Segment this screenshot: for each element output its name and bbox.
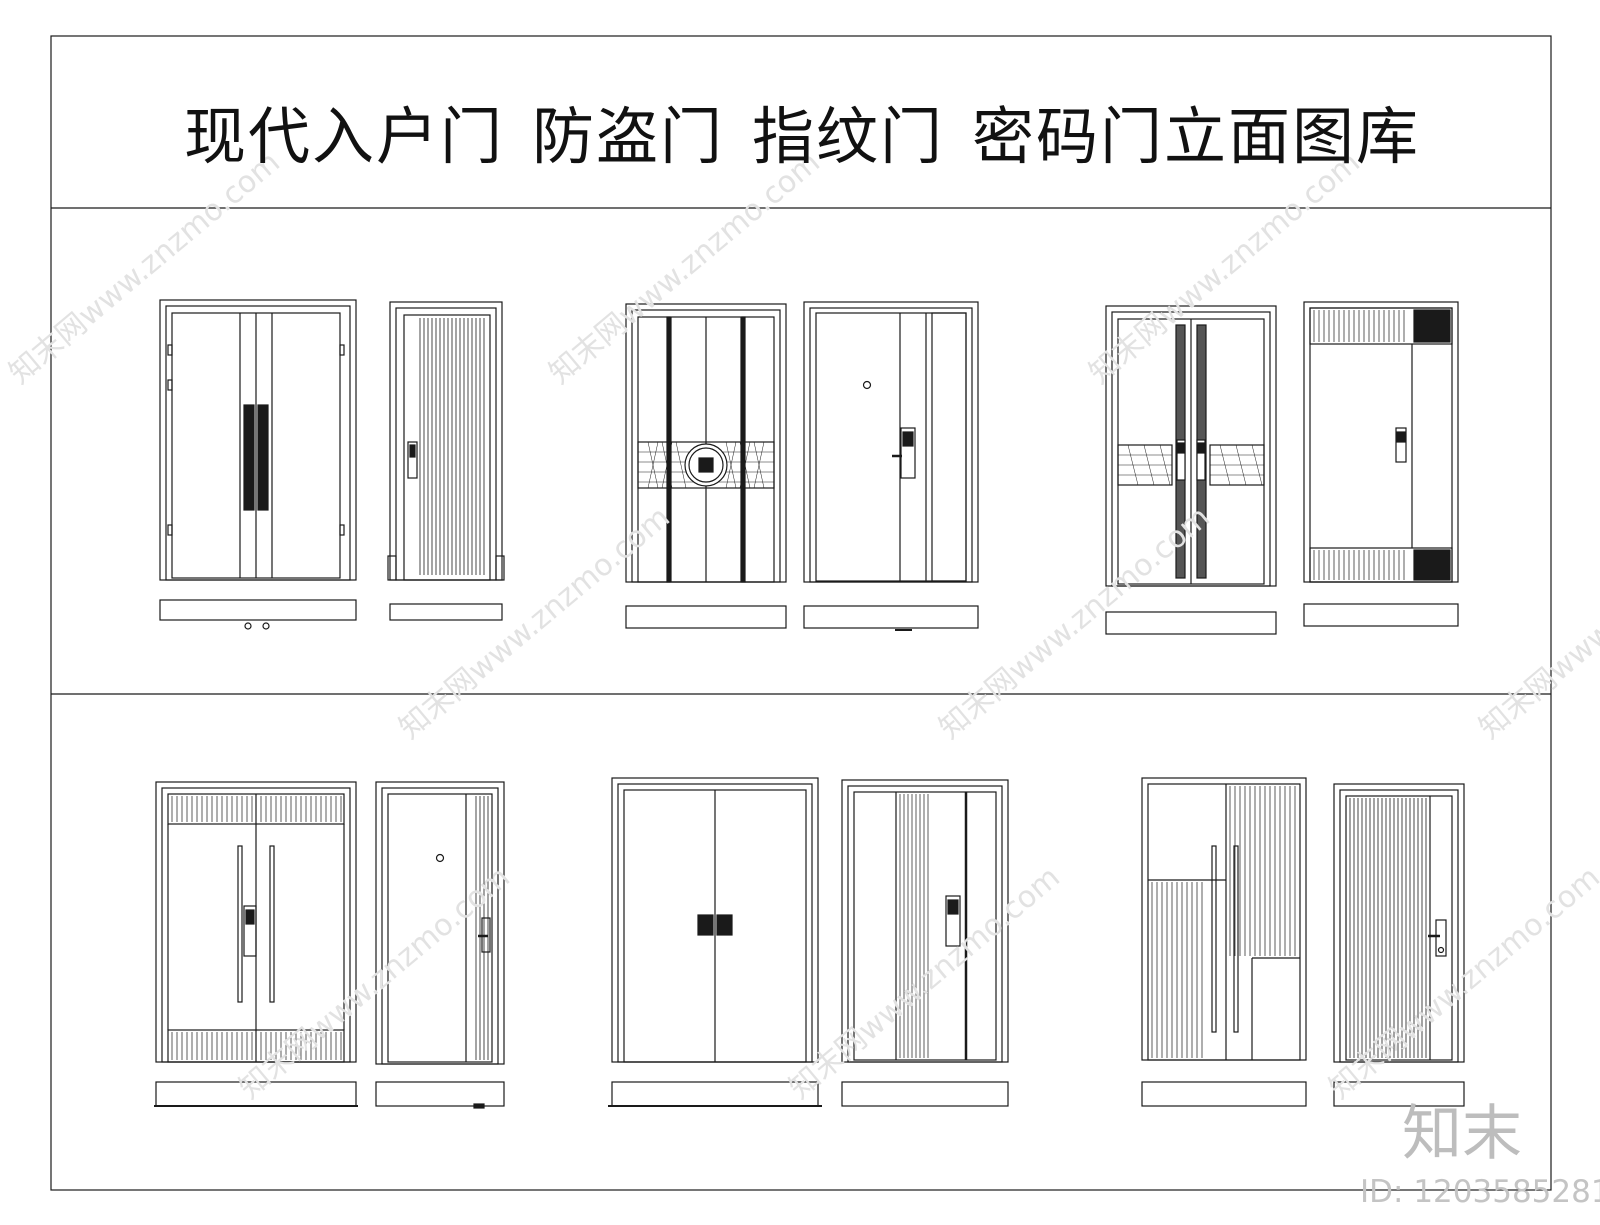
watermark-id-value: 1203585281	[1413, 1174, 1600, 1210]
sheet-frame	[50, 35, 1552, 1191]
door-4	[803, 301, 979, 631]
door-7	[154, 781, 358, 1107]
door-5	[1105, 305, 1277, 635]
watermark-tile: 知末网www.znzmo.com	[233, 860, 517, 1106]
door-9	[608, 777, 822, 1107]
door-6	[1303, 301, 1459, 627]
page-title: 现代入户门防盗门指纹门密码门立面图库	[52, 92, 1552, 182]
door-10	[841, 779, 1009, 1107]
watermark-tile: 知末网www.znzmo.com	[783, 860, 1067, 1106]
door-2	[387, 301, 505, 621]
watermark-tile: 知末网www.znzmo.com	[1323, 860, 1600, 1106]
door-12	[1333, 783, 1465, 1107]
title-part-4: 密码门立面图库	[972, 100, 1421, 173]
watermark-logo: 知末	[1402, 1099, 1522, 1169]
watermark-tile: 知末网www.znzmo.com	[933, 500, 1217, 746]
watermark-tile: 知末网www.znzmo.com	[1473, 500, 1600, 746]
title-part-1: 现代入户门	[183, 100, 504, 173]
title-part-3: 指纹门	[752, 100, 945, 173]
watermark-id: ID: 1203585281	[1360, 1172, 1600, 1212]
title-part-2: 防盗门	[531, 100, 724, 173]
door-3	[625, 303, 787, 629]
door-1	[159, 299, 357, 630]
watermark-tile: 知末网www.znzmo.com	[393, 500, 677, 746]
door-11	[1141, 777, 1307, 1107]
watermark-id-label: ID:	[1360, 1174, 1404, 1210]
door-8	[375, 781, 505, 1109]
